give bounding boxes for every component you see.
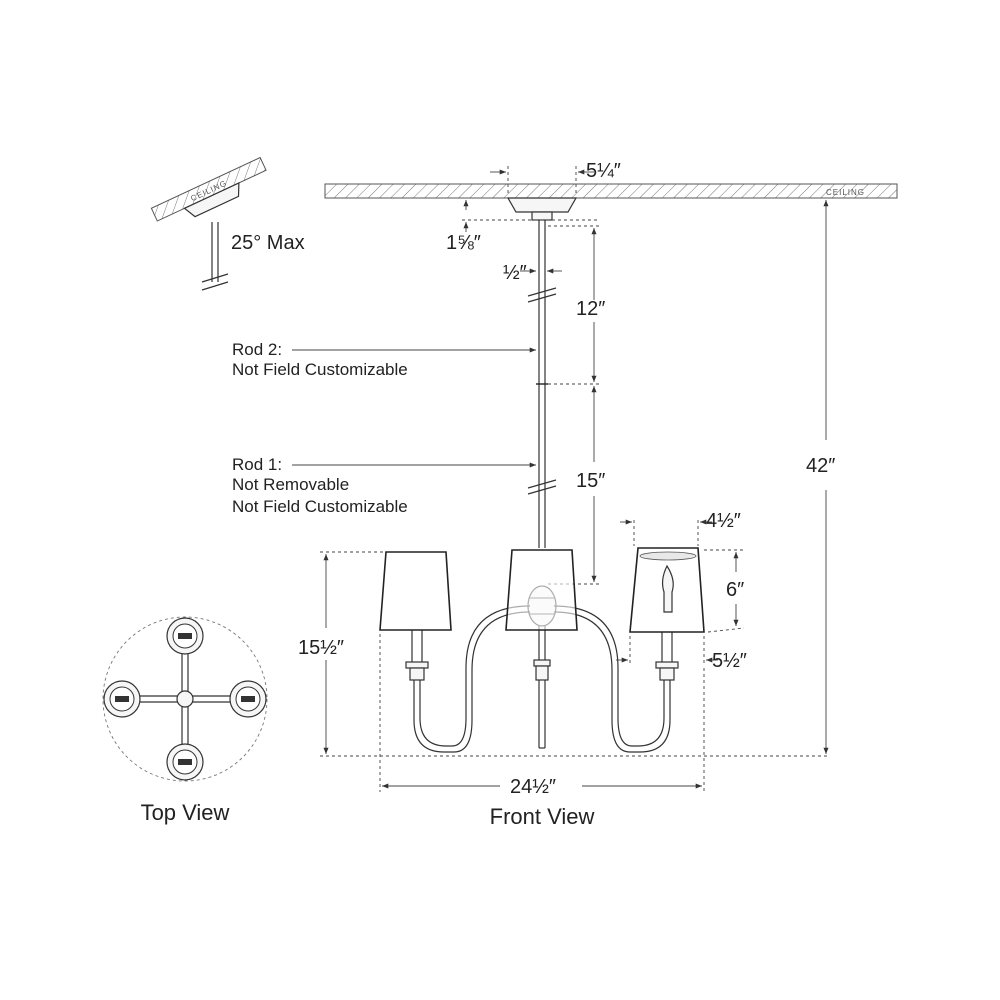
arm-right-inner	[553, 605, 665, 747]
socket-left-cup	[405, 661, 429, 669]
arm-left-outer	[413, 611, 531, 753]
sloped-canopy	[183, 181, 240, 218]
socket-right-cup	[655, 661, 679, 669]
top-view-socket-top-bulb	[178, 633, 192, 639]
rod1-length-label: 15″	[576, 470, 605, 492]
socket-left	[405, 630, 429, 681]
rod1-note-line2: Not Field Customizable	[232, 497, 408, 516]
top-view	[102, 616, 268, 782]
canopy-height-label: 1⅝″	[446, 232, 481, 254]
top-view-socket-right-bulb	[241, 696, 255, 702]
shade-center	[505, 549, 578, 631]
top-view-socket-bottom	[166, 743, 204, 781]
sloped-rod-break-2	[201, 281, 229, 291]
top-view-socket-top	[166, 617, 204, 655]
shade-height-label: 6″	[726, 579, 744, 601]
shade-left	[379, 551, 452, 631]
shade-height-ext-bottom	[707, 627, 745, 633]
top-view-hub	[176, 690, 194, 708]
top-view-caption: Top View	[141, 800, 230, 825]
rod-diameter-label: ½″	[503, 262, 527, 284]
socket-left-base	[409, 667, 425, 681]
ceiling-label: CEILING	[826, 188, 865, 197]
top-view-socket-bottom-bulb	[178, 759, 192, 765]
rod2-note-title: Rod 2:	[232, 340, 282, 359]
canopy-width-label: 5¼″	[586, 160, 621, 182]
socket-right	[655, 630, 679, 681]
socket-center	[533, 659, 551, 681]
overall-height-label: 42″	[806, 455, 835, 477]
rod1-note-title: Rod 1:	[232, 455, 282, 474]
fixture-width-label: 24½″	[510, 776, 556, 798]
shade-top-label: 4½″	[706, 510, 741, 532]
arm-left-inner	[419, 605, 531, 747]
top-view-socket-right	[229, 680, 267, 718]
rod1-note-line1: Not Removable	[232, 475, 349, 494]
shade-bottom-label: 5½″	[712, 650, 747, 672]
front-view-caption: Front View	[490, 804, 595, 829]
ceiling-hatch	[324, 183, 898, 199]
rod2-length-label: 12″	[576, 298, 605, 320]
shade-right-top-opening	[639, 551, 697, 561]
rod2-break-a	[527, 287, 557, 297]
socket-center-cup	[533, 659, 551, 667]
sloped-ceiling-inset: CEILING 25° Max	[150, 156, 305, 291]
sloped-rod-break	[201, 273, 229, 283]
top-view-socket-left	[103, 680, 141, 718]
angle-label: 25° Max	[231, 232, 305, 254]
candle-bulb	[661, 564, 674, 613]
rod1-note: Rod 1: Not Removable Not Field Customiza…	[232, 455, 536, 516]
rod2-note-line1: Not Field Customizable	[232, 360, 408, 379]
socket-right-base	[659, 667, 675, 681]
arm-right-outer	[553, 611, 671, 753]
rod2-break-b	[527, 293, 557, 303]
rod1-break-b	[527, 485, 557, 495]
canopy-collar	[531, 211, 553, 221]
top-view-outline	[102, 616, 268, 782]
socket-center-base	[535, 665, 549, 681]
canopy	[506, 197, 578, 213]
rod2-note: Rod 2: Not Field Customizable	[232, 340, 536, 379]
rod1-break-a	[527, 479, 557, 489]
fixture-height-label: 15½″	[298, 637, 344, 659]
top-view-socket-left-bulb	[115, 696, 129, 702]
